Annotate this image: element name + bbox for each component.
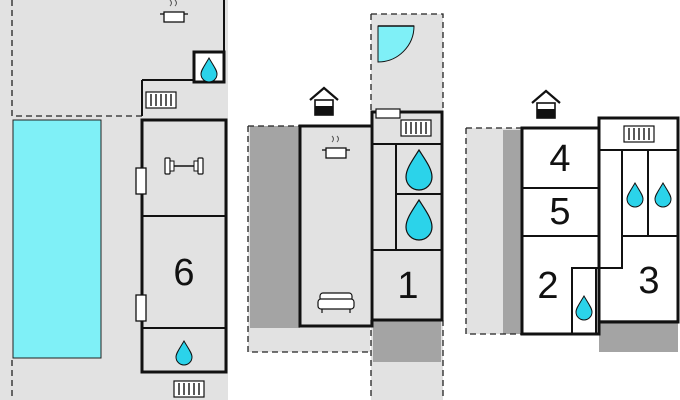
- radiator-icon: [400, 119, 432, 137]
- room-1-block-outline: [370, 110, 444, 322]
- bathroom-drop-icon: [575, 295, 593, 321]
- door-swing-icon: [377, 25, 415, 63]
- sofa-icon: [317, 292, 355, 313]
- room-3-label: 3: [638, 260, 659, 302]
- right-building: 4 5 2 3: [465, 89, 680, 352]
- room-5-label: 5: [549, 191, 570, 233]
- room-4-label: 4: [549, 138, 570, 180]
- house-entrance-icon: [308, 86, 340, 117]
- room-6-label: 6: [173, 252, 194, 294]
- room-6-outline: [140, 118, 228, 374]
- left-window-lower: [135, 294, 147, 322]
- middle-shade: [373, 320, 441, 362]
- fitness-dumbbell-icon: [164, 157, 204, 175]
- bathroom-drop-icon: [626, 182, 644, 208]
- house-entrance-icon: [530, 89, 562, 120]
- right-shade: [599, 320, 678, 352]
- room-1-label: 1: [397, 265, 418, 307]
- bathroom-drop-icon: [654, 182, 672, 208]
- radiator-icon: [145, 91, 177, 109]
- radiator-icon: [173, 380, 205, 398]
- room-3-block-outline: [597, 116, 680, 324]
- middle-gray-strip: [250, 126, 300, 328]
- radiator-icon: [623, 125, 655, 143]
- right-gray-strip: [503, 130, 522, 334]
- room-2-label: 2: [537, 265, 558, 307]
- window: [375, 108, 401, 119]
- left-window-upper: [135, 167, 147, 195]
- left-building: 6: [0, 0, 228, 400]
- middle-building: 1: [247, 13, 444, 400]
- pool: [12, 119, 102, 359]
